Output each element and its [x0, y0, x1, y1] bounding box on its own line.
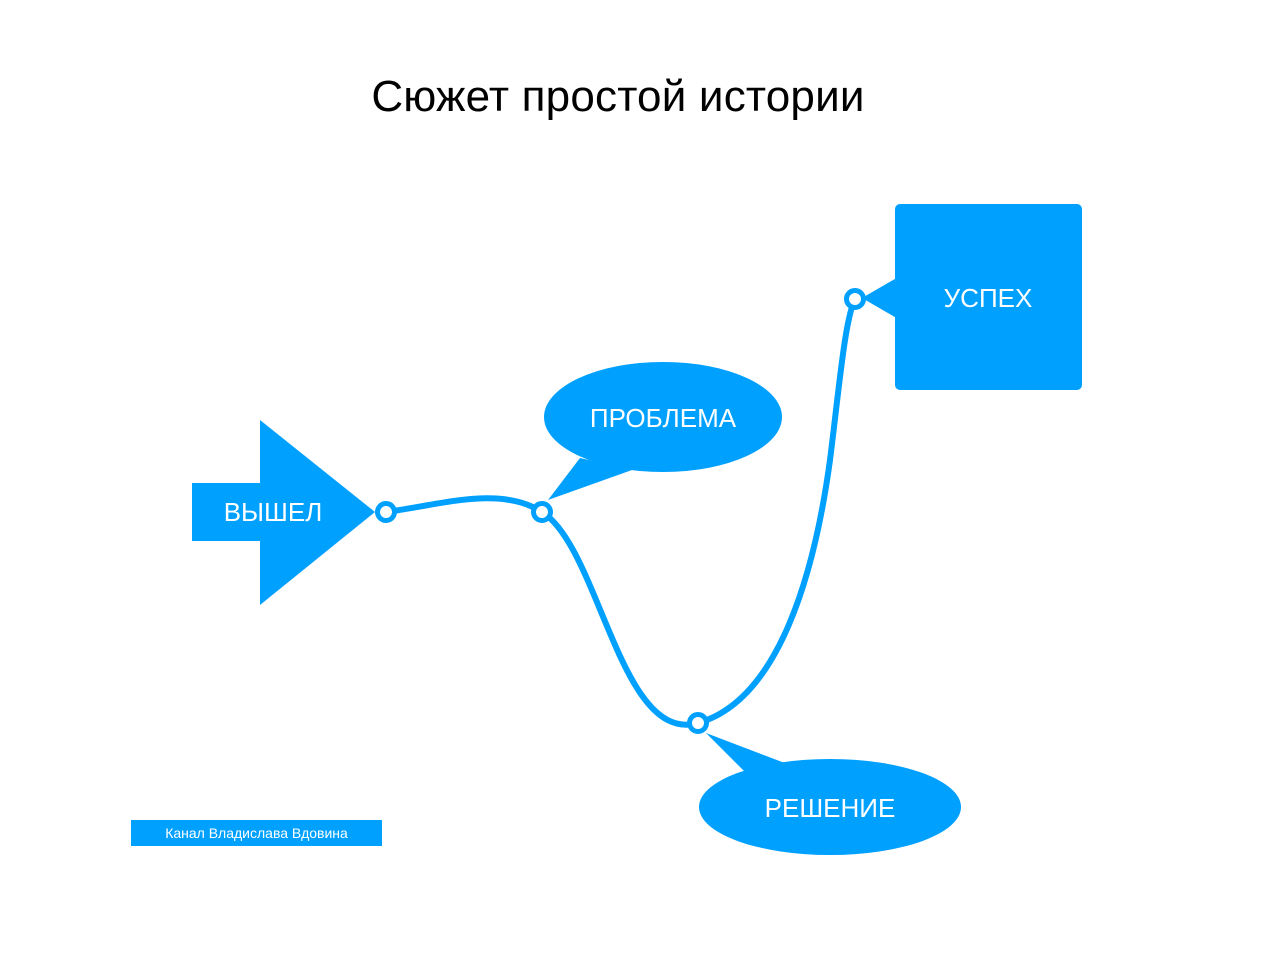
start-arrow-shape [192, 420, 375, 605]
node-start [375, 501, 397, 523]
problem-bubble: ПРОБЛЕМА [544, 362, 782, 500]
start-arrow: ВЫШЕЛ [192, 420, 375, 605]
node-solution [687, 712, 709, 734]
plot-curve [383, 296, 858, 728]
success-box-tail [862, 276, 900, 320]
solution-bubble: РЕШЕНИЕ [699, 733, 961, 855]
problem-bubble-shape [544, 362, 782, 472]
node-problem [531, 501, 553, 523]
success-box: УСПЕХ [862, 204, 1082, 390]
problem-label: ПРОБЛЕМА [590, 403, 737, 433]
node-success [844, 288, 866, 310]
solution-label: РЕШЕНИЕ [765, 793, 896, 823]
credit-badge: Канал Владислава Вдовина [131, 820, 382, 846]
page-title: Сюжет простой истории [371, 72, 865, 121]
success-label: УСПЕХ [944, 283, 1033, 313]
solution-bubble-tail [706, 733, 790, 775]
problem-bubble-tail [548, 458, 632, 500]
solution-bubble-shape [699, 759, 961, 855]
success-box-shape [895, 204, 1082, 390]
start-label: ВЫШЕЛ [224, 497, 323, 527]
